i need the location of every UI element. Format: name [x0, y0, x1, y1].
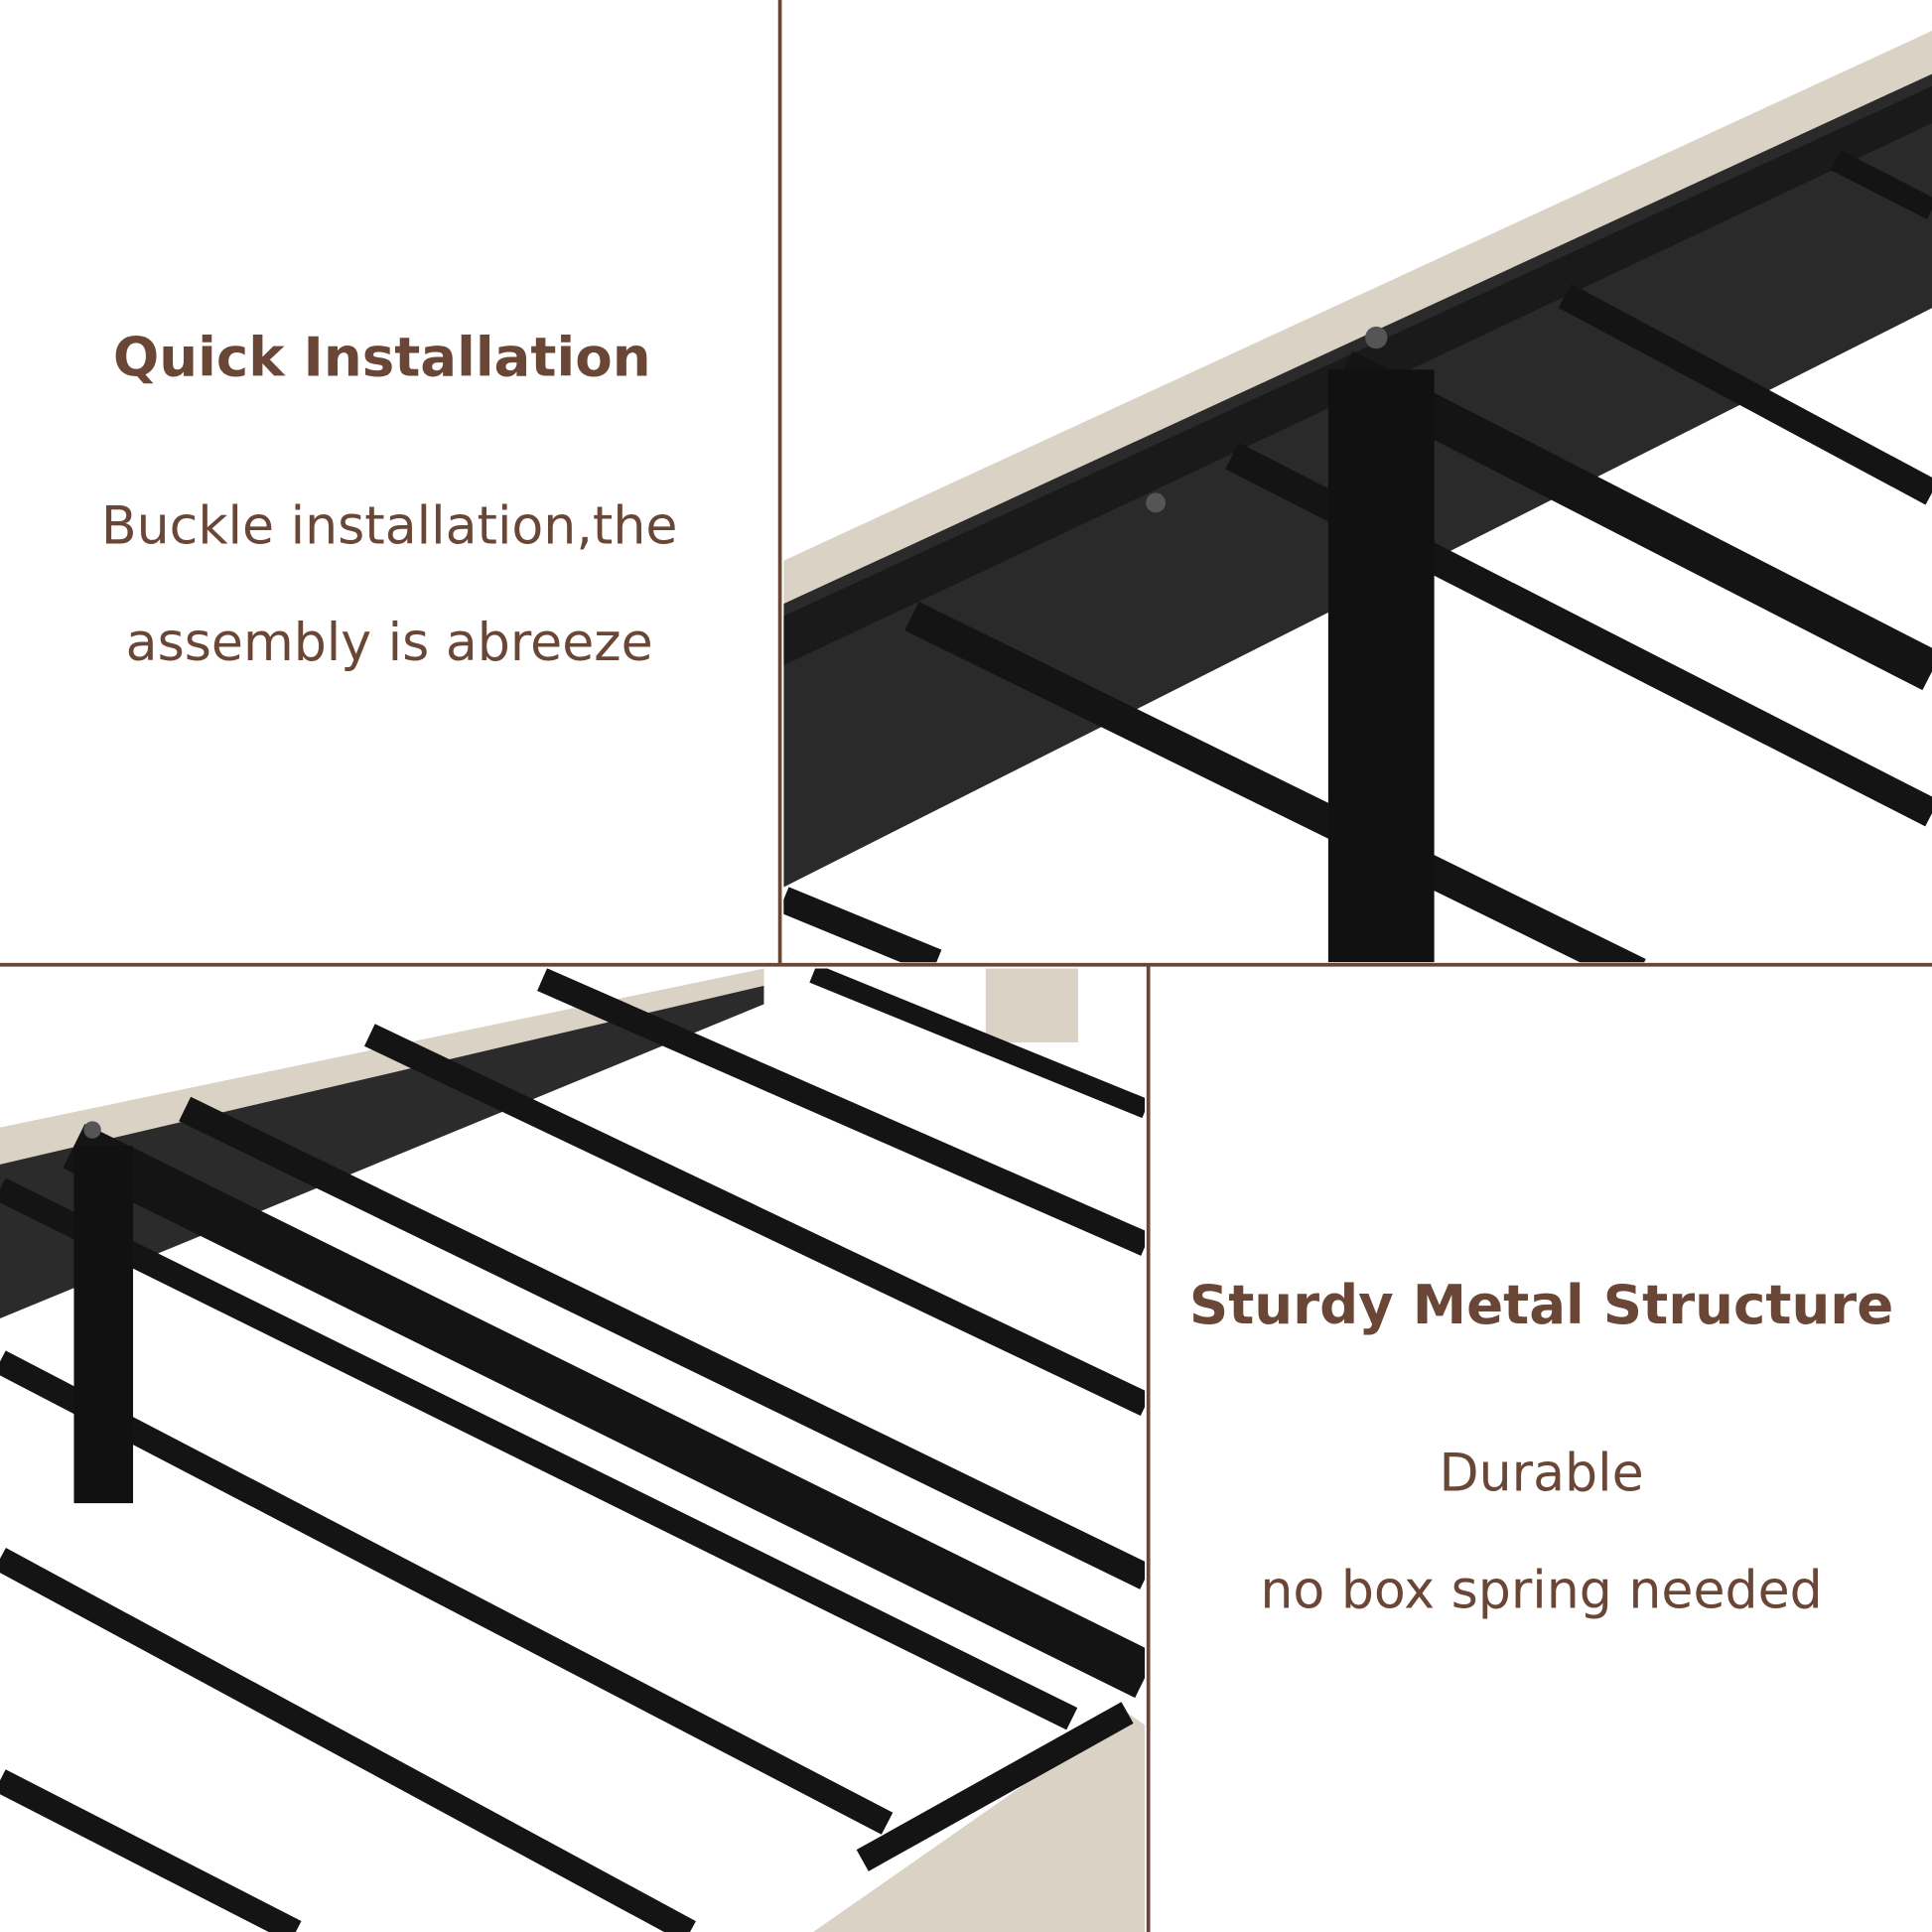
quick-installation-title: Quick Installation — [113, 326, 651, 389]
quick-installation-line-2: assembly is abreeze — [126, 614, 653, 673]
sturdy-structure-title: Sturdy Metal Structure — [1189, 1273, 1893, 1336]
bed-frame-rail-photo — [783, 31, 1932, 963]
sturdy-structure-line-2: no box spring needed — [1260, 1562, 1822, 1621]
bed-frame-slats-photo — [0, 968, 1145, 1932]
sturdy-structure-line-1: Durable — [1440, 1445, 1644, 1504]
quick-installation-line-1: Buckle installation,the — [101, 496, 678, 556]
